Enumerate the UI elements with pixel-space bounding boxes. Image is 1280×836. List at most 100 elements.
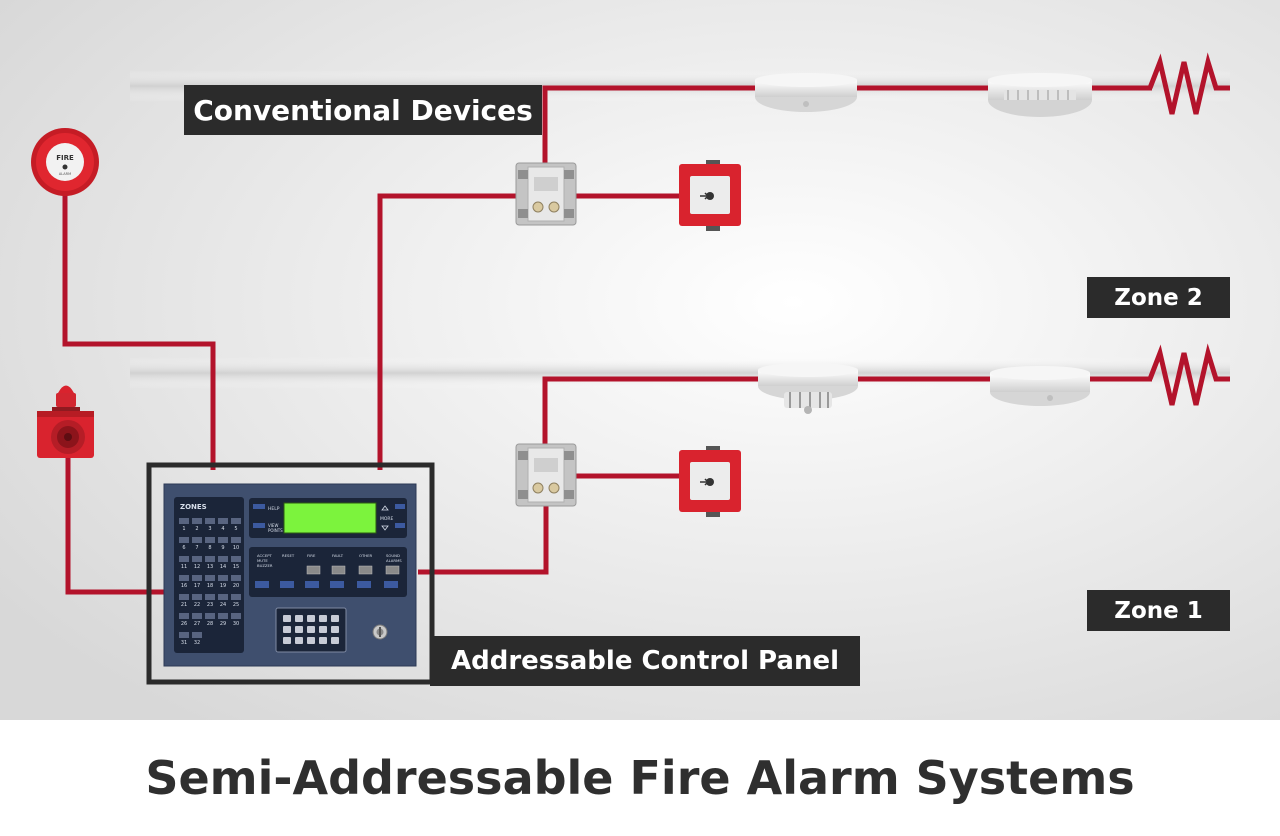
keypad-key[interactable] (307, 626, 315, 633)
control-button[interactable] (305, 581, 319, 588)
control-panel-frame (146, 462, 435, 685)
control-button[interactable] (255, 581, 269, 588)
zone-number: 32 (194, 640, 200, 646)
control-button[interactable] (357, 581, 371, 588)
control-button-label: SOUND (386, 553, 400, 558)
control-button-group: OTHER (357, 553, 373, 588)
keypad-key[interactable] (331, 615, 339, 622)
keypad-key[interactable] (295, 626, 303, 633)
input-module-lower (515, 443, 577, 507)
keypad-key[interactable] (307, 615, 315, 622)
smoke-detector-zone1 (990, 366, 1090, 406)
zone-number: 5 (234, 526, 237, 532)
keypad-key[interactable] (283, 615, 291, 622)
zones-title: ZONES (180, 503, 207, 511)
zone-indicator: 1 (179, 518, 189, 532)
zone-number: 8 (208, 545, 211, 551)
wire-to-upper-module (377, 193, 525, 470)
key-switch[interactable] (372, 624, 388, 640)
zone-number: 1 (182, 526, 185, 532)
zone-indicator: 2 (192, 518, 202, 532)
zone-number: 15 (233, 564, 239, 570)
zone-indicator: 12 (192, 556, 202, 570)
control-button-label: ALARMS (386, 558, 402, 563)
zone-indicator: 27 (192, 613, 202, 627)
keypad-key[interactable] (283, 637, 291, 644)
keypad-key[interactable] (283, 626, 291, 633)
zone-indicator: 19 (218, 575, 228, 589)
zone-number: 16 (181, 583, 187, 589)
end-of-line-resistor-zone1 (1147, 343, 1230, 406)
smoke-detector-zone2-b (988, 73, 1092, 117)
wire-panel-to-zone1 (418, 500, 549, 575)
zone-number: 19 (220, 583, 226, 589)
zone-number: 13 (207, 564, 213, 570)
zone-indicator: 16 (179, 575, 189, 589)
zone-1-label: Zone 1 (1087, 590, 1230, 631)
zone-number: 10 (233, 545, 239, 551)
zone-number: 2 (195, 526, 198, 532)
view-points-button[interactable] (253, 523, 265, 528)
zone-indicator: 15 (231, 556, 241, 570)
zone-indicator: 6 (179, 537, 189, 551)
control-button[interactable] (280, 581, 294, 588)
zone-number: 14 (220, 564, 226, 570)
zone-number: 26 (181, 621, 187, 627)
heat-detector-zone1 (758, 363, 858, 414)
control-button-label: ACCEPT (257, 553, 273, 558)
help-label: HELP (268, 506, 280, 512)
scroll-up-button[interactable] (381, 505, 389, 511)
zone-number: 3 (208, 526, 211, 532)
zone-number: 27 (194, 621, 200, 627)
zone-number: 21 (181, 602, 187, 608)
zone-indicator: 4 (218, 518, 228, 532)
help-button[interactable] (253, 504, 265, 509)
control-button[interactable] (330, 581, 344, 588)
zone-indicator: 25 (231, 594, 241, 608)
end-of-line-resistor-zone2 (1147, 52, 1230, 115)
view-points-label-1: VIEW (268, 523, 278, 528)
page-title: Semi-Addressable Fire Alarm Systems (0, 720, 1280, 836)
controls-section (249, 547, 407, 597)
control-button-label: FIRE (307, 553, 316, 558)
zone-number: 29 (220, 621, 226, 627)
smoke-detector-zone2-a (755, 73, 857, 112)
status-indicator (385, 565, 400, 575)
zone-indicator: 9 (218, 537, 228, 551)
control-button[interactable] (384, 581, 398, 588)
control-button-group: RESET (280, 553, 295, 588)
zone-indicator: 23 (205, 594, 215, 608)
zone-indicator: 31 (179, 632, 189, 646)
zone-indicator: 32 (192, 632, 202, 646)
zone-indicator: 14 (218, 556, 228, 570)
keypad-key[interactable] (319, 626, 327, 633)
addressable-control-panel-label: Addressable Control Panel (430, 636, 860, 686)
control-button-label: MUTE (257, 558, 268, 563)
lcd-screen (283, 502, 377, 534)
keypad-key[interactable] (331, 637, 339, 644)
status-indicator (306, 565, 321, 575)
keypad-key[interactable] (331, 626, 339, 633)
zone-2-label: Zone 2 (1087, 277, 1230, 318)
keypad-key[interactable] (319, 615, 327, 622)
zone-number: 25 (233, 602, 239, 608)
keypad-key[interactable] (319, 637, 327, 644)
control-button-label: RESET (282, 553, 295, 558)
zone-number: 9 (221, 545, 224, 551)
keypad-key[interactable] (307, 637, 315, 644)
zone-number: 20 (233, 583, 239, 589)
bell-label-alarm: ALARM (59, 172, 71, 176)
keypad-key[interactable] (295, 637, 303, 644)
scroll-down-button[interactable] (381, 525, 389, 531)
zone-number: 30 (233, 621, 239, 627)
zone-indicator: 11 (179, 556, 189, 570)
keypad-key[interactable] (295, 615, 303, 622)
zone-indicator: 5 (231, 518, 241, 532)
zone-indicator: 13 (205, 556, 215, 570)
wire-upper-zone2 (542, 85, 1152, 165)
